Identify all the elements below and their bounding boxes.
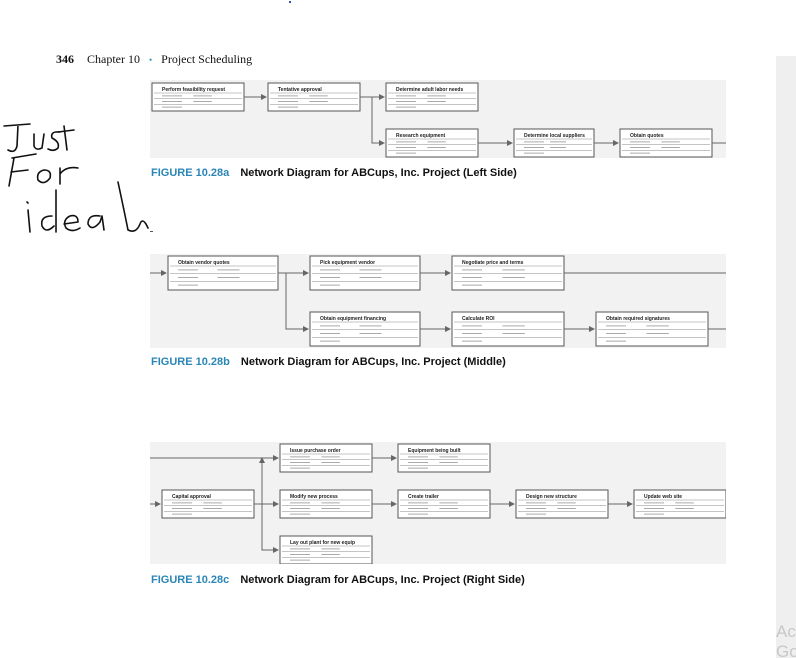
node-title: Determine adult labor needs (396, 87, 463, 93)
figure-caption-right: FIGURE 10.28c Network Diagram for ABCups… (151, 574, 525, 586)
section-label: Project Scheduling (161, 52, 253, 66)
network-node: Research equipment (385, 128, 479, 158)
network-node: Obtain required signatures (595, 311, 709, 347)
stray-mark (289, 1, 291, 3)
node-title: Modify new process (290, 494, 338, 500)
network-node: Calculate ROI (451, 311, 565, 347)
network-node: Design new structure (515, 489, 609, 519)
figure-number: FIGURE 10.28a (151, 167, 230, 179)
figure-number: FIGURE 10.28b (151, 356, 230, 368)
node-title: Lay out plant for new equip (290, 540, 355, 546)
network-diagram-left: Perform feasibility request Tentative app… (151, 82, 726, 158)
network-node: Create trailer (397, 489, 491, 519)
node-title: Pick equipment vendor (320, 260, 375, 266)
watermark-line: Go (776, 642, 796, 658)
network-node: Modify new process (279, 489, 373, 519)
right-sidebar (776, 56, 796, 658)
network-node: Issue purchase order (279, 443, 373, 473)
network-node: Obtain equipment financing (309, 311, 421, 347)
node-title: Perform feasibility request (162, 87, 225, 93)
node-title: Calculate ROI (462, 316, 495, 322)
node-title: Negotiate price and terms (462, 260, 524, 266)
network-node: Tentative approval (267, 82, 361, 112)
network-node: Equipment being built (397, 443, 491, 473)
figure-title: Network Diagram for ABCups, Inc. Project… (240, 356, 506, 368)
dependency-arrow (261, 504, 279, 553)
network-node: Negotiate price and terms (451, 255, 565, 291)
diagram-panel-middle: Obtain vendor quotes Pick equipment vendo… (150, 254, 726, 348)
node-title: Create trailer (408, 494, 439, 500)
network-diagram-right: Issue purchase order Equipment being buil… (150, 443, 726, 564)
network-node: Determine local suppliers (513, 128, 595, 158)
chapter-label: Chapter 10 (87, 52, 140, 66)
dependency-arrow (371, 97, 385, 146)
node-title: Issue purchase order (290, 448, 341, 454)
stray-mark (150, 231, 153, 232)
network-node: Perform feasibility request (151, 82, 245, 112)
figure-number: FIGURE 10.28c (151, 574, 230, 586)
network-node: Capital approval (161, 489, 255, 519)
figure-title: Network Diagram for ABCups, Inc. Project… (240, 574, 525, 586)
activation-watermark: Ac Go (776, 622, 796, 658)
network-node: Obtain quotes (619, 128, 713, 158)
node-title: Capital approval (172, 494, 212, 500)
node-title: Obtain vendor quotes (178, 260, 230, 266)
network-node: Obtain vendor quotes (167, 255, 279, 291)
node-title: Design new structure (526, 494, 577, 500)
textbook-page: 346 Chapter 10 • Project Scheduling (3, 1, 726, 586)
diagram-panel-left: Perform feasibility request Tentative app… (150, 80, 726, 158)
figure-title: Network Diagram for ABCups, Inc. Project… (240, 167, 517, 179)
diagram-panel-right: Issue purchase order Equipment being buil… (150, 442, 726, 564)
node-title: Obtain equipment financing (320, 316, 386, 322)
node-title: Research equipment (396, 133, 446, 139)
network-node: Determine adult labor needs (385, 82, 479, 112)
network-node: Update web site (633, 489, 726, 519)
node-title: Obtain quotes (630, 133, 664, 139)
node-title: Update web site (644, 494, 682, 500)
node-title: Equipment being built (408, 448, 461, 454)
handwritten-annotation (3, 123, 149, 233)
header-separator: • (149, 55, 153, 65)
page-number: 346 (56, 52, 74, 66)
figure-caption-middle: FIGURE 10.28b Network Diagram for ABCups… (151, 356, 506, 368)
node-title: Obtain required signatures (606, 316, 670, 322)
watermark-line: Ac (776, 622, 796, 641)
network-node: Pick equipment vendor (309, 255, 421, 291)
running-header: 346 Chapter 10 • Project Scheduling (56, 52, 252, 67)
dependency-arrow (285, 273, 309, 332)
network-node: Lay out plant for new equip (279, 535, 373, 564)
node-title: Tentative approval (278, 87, 322, 93)
node-title: Determine local suppliers (524, 133, 585, 139)
network-diagram-middle: Obtain vendor quotes Pick equipment vendo… (150, 255, 726, 347)
figure-caption-left: FIGURE 10.28a Network Diagram for ABCups… (151, 167, 517, 179)
